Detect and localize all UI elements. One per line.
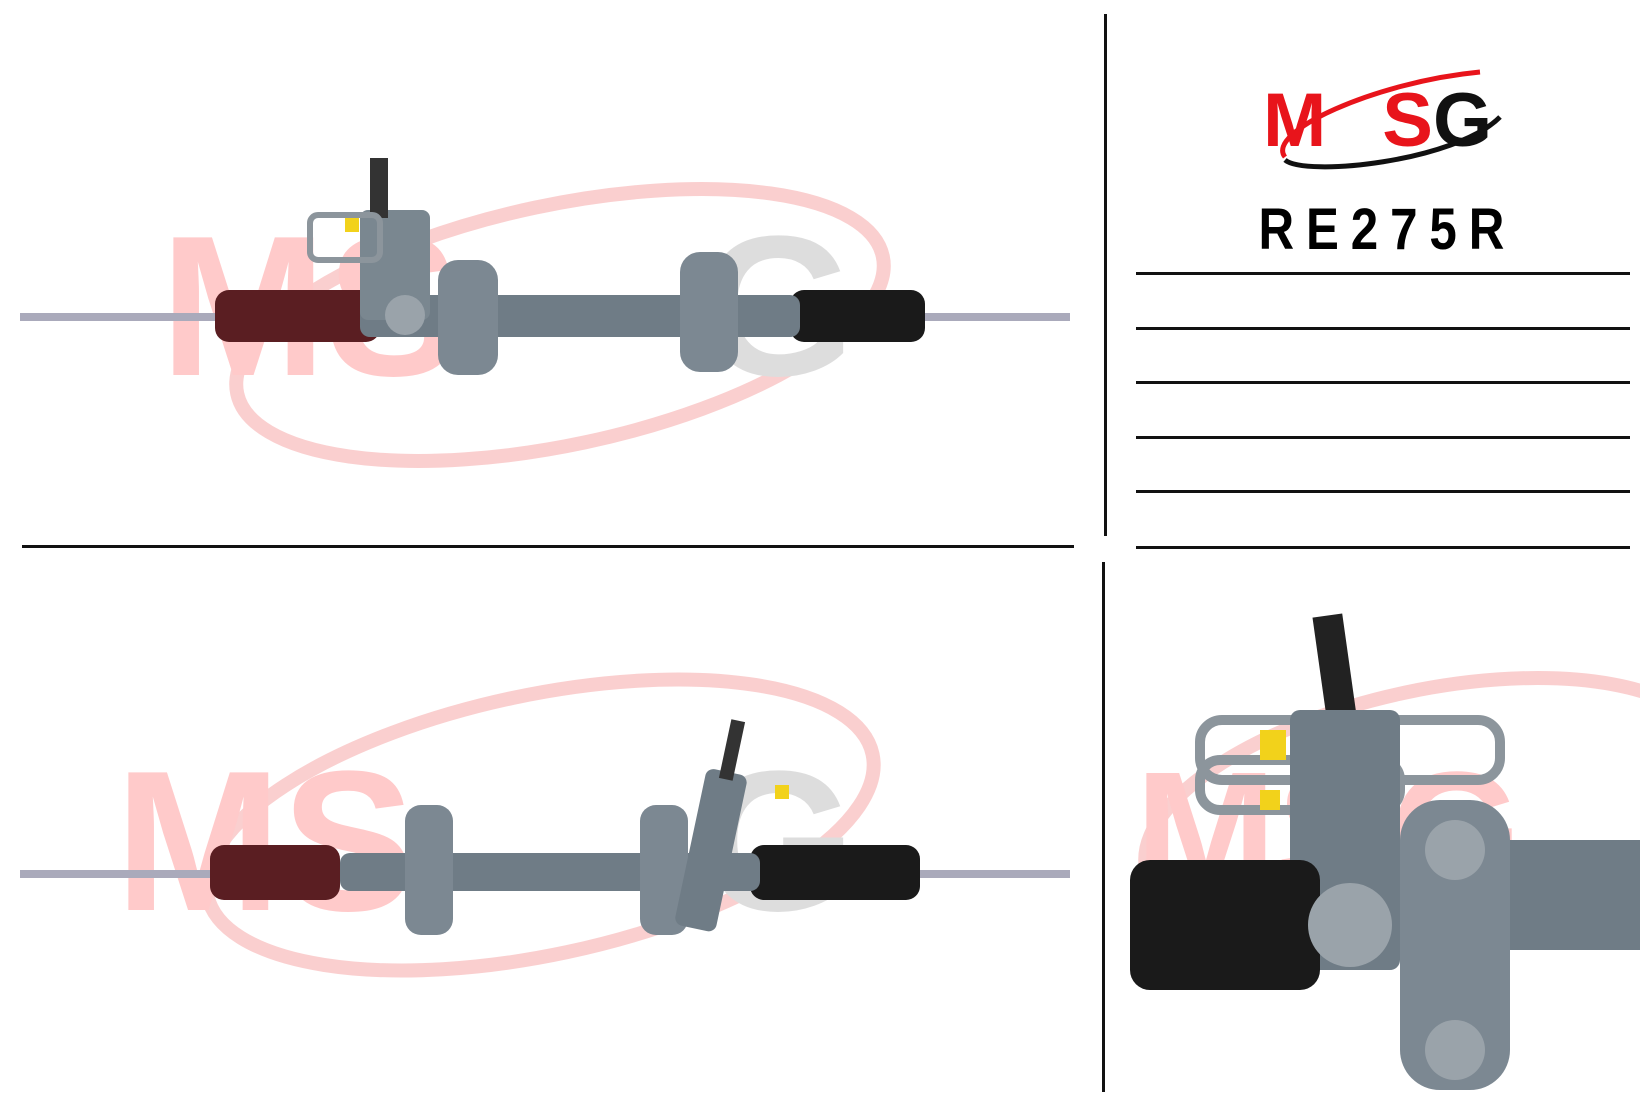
steering-rack-detail-view: MSG — [1130, 613, 1640, 1090]
horizontal-divider — [22, 545, 1074, 548]
vertical-divider-top — [1104, 14, 1107, 536]
msg-logo: MS G — [1263, 69, 1502, 170]
spec-line — [1136, 327, 1630, 330]
part-number: RE275R — [1258, 197, 1517, 262]
svg-text:MS: MS — [1263, 78, 1433, 163]
svg-text:G: G — [1433, 78, 1492, 163]
spec-line — [1136, 436, 1630, 439]
spec-line — [1136, 381, 1630, 384]
spec-line — [1136, 546, 1630, 549]
steering-rack-top-view: MS G — [20, 158, 1070, 468]
svg-text:MS: MS — [115, 730, 415, 953]
vertical-divider-bottom — [1102, 562, 1105, 1092]
spec-line — [1136, 490, 1630, 493]
spec-line — [1136, 272, 1630, 275]
steering-rack-bottom-view: MS G — [20, 672, 1070, 978]
